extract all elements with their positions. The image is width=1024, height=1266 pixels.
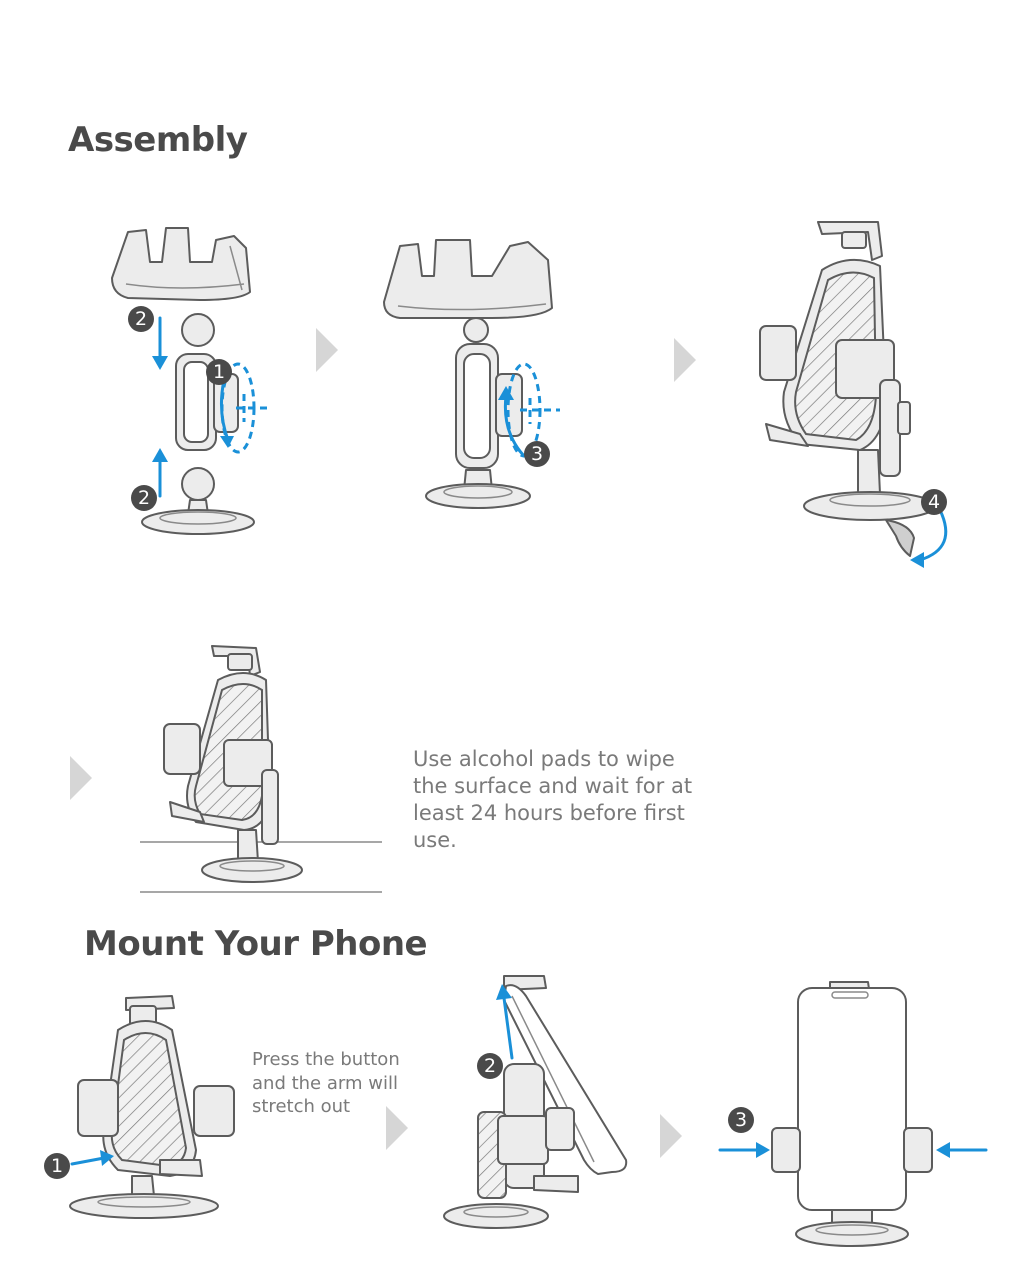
step-2-badge-top: 2: [128, 306, 154, 332]
svg-text:2: 2: [484, 1055, 496, 1077]
step-3-badge: 3: [524, 441, 550, 467]
chevron-right-icon: [316, 328, 338, 372]
press-button-illustration: [69, 995, 235, 1219]
mount-step-1-badge: 1: [44, 1153, 70, 1179]
svg-text:1: 1: [51, 1155, 63, 1177]
chevron-right-icon: [674, 338, 696, 382]
svg-text:2: 2: [138, 487, 150, 509]
mount-phone-section-title: Mount Your Phone: [84, 924, 428, 964]
step-2-badge-bottom: 2: [131, 485, 157, 511]
chevron-right-icon: [70, 756, 92, 800]
clamp-phone-illustration: [718, 981, 988, 1247]
chevron-right-icon: [386, 1106, 408, 1150]
svg-text:2: 2: [135, 308, 147, 330]
svg-text:1: 1: [213, 361, 225, 383]
step-4-badge: 4: [921, 489, 947, 515]
exploded-mount-illustration: [111, 227, 270, 535]
svg-text:3: 3: [531, 443, 543, 465]
mounted-on-surface-illustration: [140, 645, 382, 893]
step-1-badge: 1: [206, 359, 232, 385]
assembly-section-title: Assembly: [68, 120, 248, 160]
mount-step-2-badge: 2: [477, 1053, 503, 1079]
mount-step-3-badge: 3: [728, 1107, 754, 1133]
joined-mount-illustration: [383, 239, 560, 509]
svg-text:4: 4: [928, 491, 940, 513]
press-button-instruction: Press the button and the arm will stretc…: [252, 1049, 400, 1117]
holder-peel-film-illustration: [759, 221, 948, 568]
chevron-right-icon: [660, 1114, 682, 1158]
alcohol-pad-instruction: Use alcohol pads to wipe the surface and…: [413, 747, 693, 852]
svg-text:3: 3: [735, 1109, 747, 1131]
insert-phone-illustration: [443, 975, 628, 1229]
